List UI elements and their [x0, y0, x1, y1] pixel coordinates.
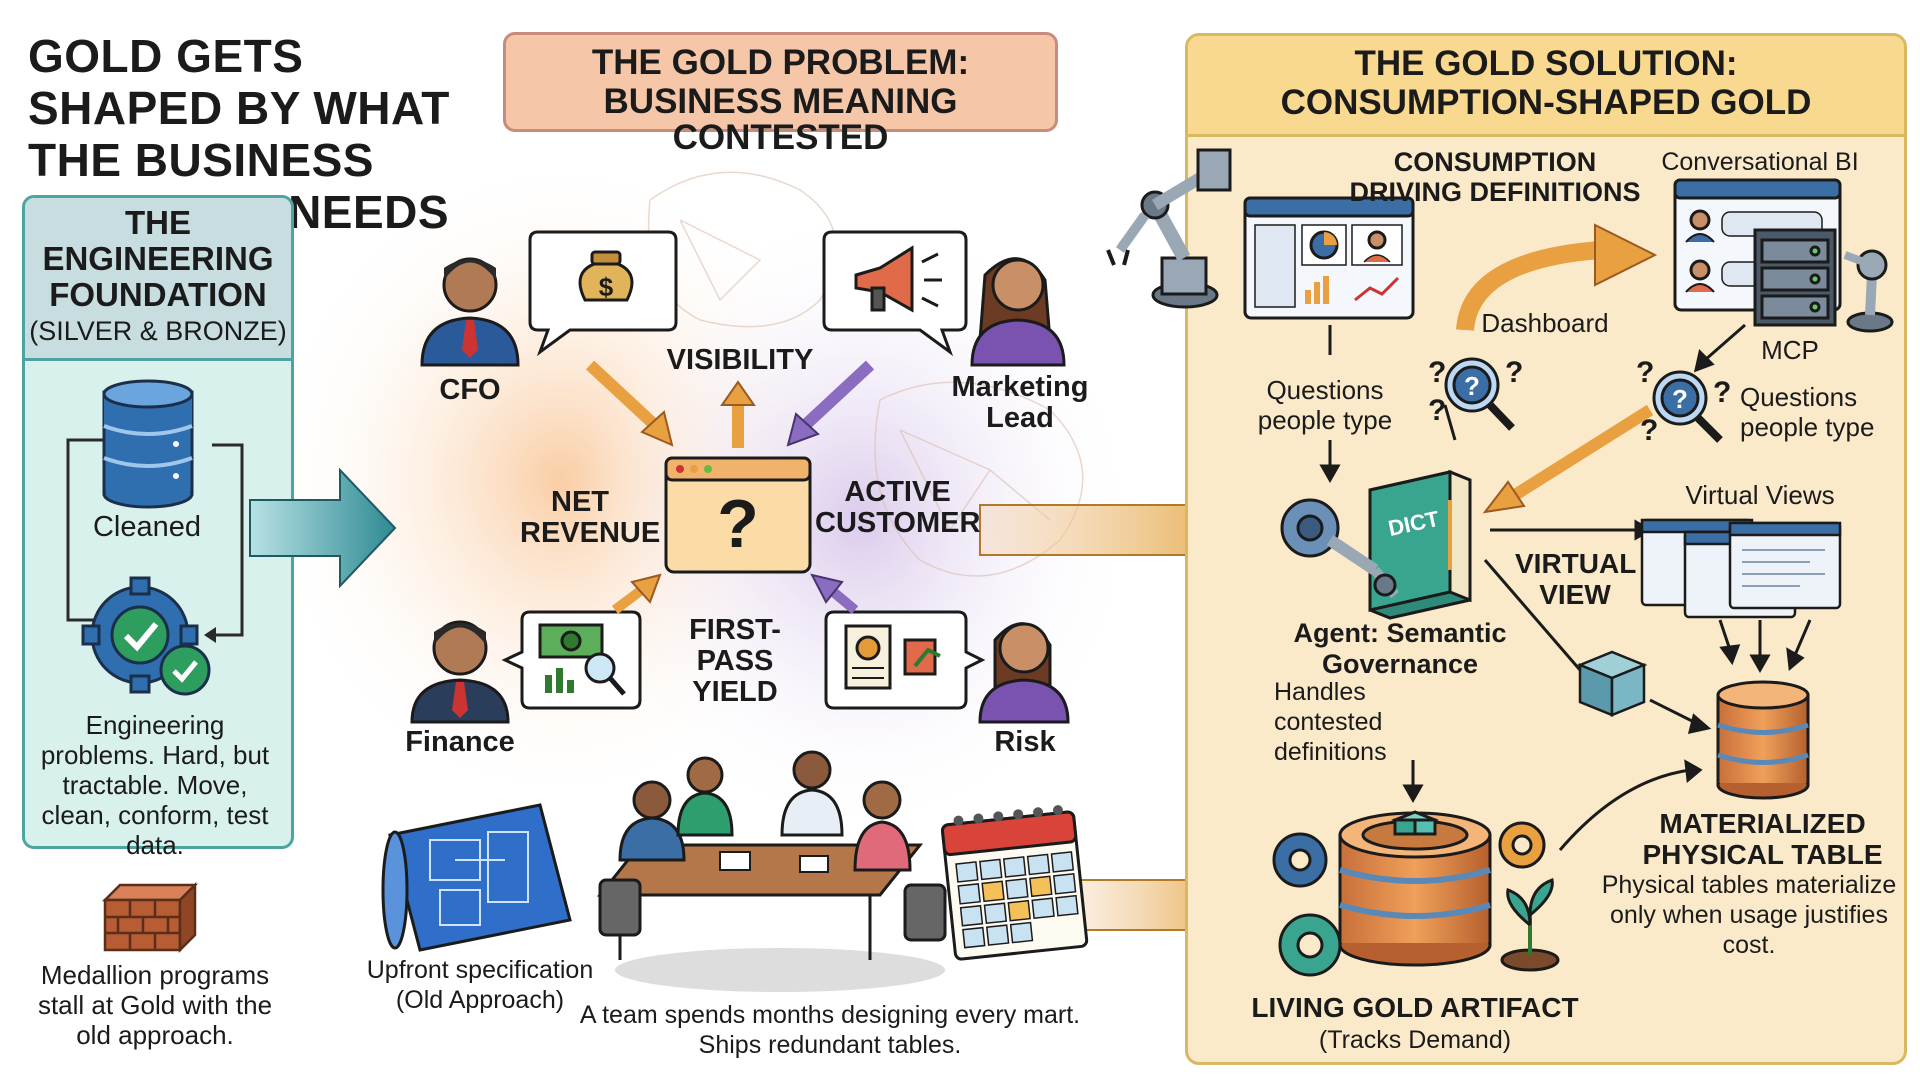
gold-problem-heading-line2: BUSINESS MEANING CONTESTED [603, 82, 958, 157]
dashboard-window-icon [1243, 196, 1415, 320]
gold-solution-header [1188, 36, 1904, 137]
question-mark-label: ? [717, 486, 759, 562]
svg-text:?: ? [1672, 384, 1688, 414]
term-first-pass-yield-label: FIRST-PASS YIELD [689, 614, 781, 708]
team-meeting-icon [596, 750, 947, 992]
agent-robot-arm-icon [1280, 498, 1399, 599]
engineering-foundation-heading: THE ENGINEERING FOUNDATION [42, 204, 274, 313]
agent-title-label: Agent: Semantic Governance [1293, 618, 1507, 679]
gear-green-icon [1278, 913, 1342, 977]
living-gold-cylinder-icon [1338, 810, 1492, 967]
gold-problem-heading-line1: THE GOLD PROBLEM: [591, 43, 970, 82]
medallion-footer: Medallion programs stall at Gold with th… [37, 960, 273, 1050]
problem-arrows [585, 360, 875, 614]
svg-text:?: ? [1428, 356, 1446, 389]
gear-check-icon [81, 576, 211, 696]
svg-text:?: ? [1640, 414, 1658, 447]
conversational-bi-label: Conversational BI [1661, 148, 1859, 176]
document-chart-bubble [824, 610, 986, 710]
team-caption: A team spends months designing every mar… [579, 1001, 1081, 1059]
agent-description: Handles contested definitions [1274, 678, 1387, 766]
dashboard-label: Dashboard [1481, 308, 1609, 338]
contested-window-icon [664, 456, 812, 574]
cleaned-label: Cleaned [92, 511, 202, 543]
curved-arrow-icon [1594, 223, 1658, 287]
gold-solution-heading-line2: CONSUMPTION-SHAPED GOLD [1280, 83, 1812, 122]
money-bag-bubble: $ [528, 230, 678, 357]
consumption-driving-label: CONSUMPTION DRIVING DEFINITIONS [1349, 147, 1641, 207]
mcp-label: MCP [1761, 335, 1819, 365]
virtual-view-label: VIRTUAL VIEW [1515, 548, 1637, 610]
questions-left-label: Questions people type [1257, 375, 1393, 435]
marketing-lead-avatar-icon [970, 257, 1066, 367]
role-marketing-label: Marketing Lead [951, 371, 1089, 434]
gear-blue-icon [1272, 832, 1328, 888]
brick-wall-icon [101, 881, 199, 954]
gear-orange-icon [1498, 821, 1546, 869]
cfo-avatar-icon [420, 257, 520, 367]
server-rack-icon [1753, 228, 1837, 327]
svg-text:?: ? [1464, 371, 1480, 401]
engineering-foundation-subheading: (SILVER & BRONZE) [29, 316, 287, 346]
living-gold-title: LIVING GOLD ARTIFACT [1251, 992, 1579, 1023]
svg-text:$: $ [599, 272, 614, 302]
finance-avatar-icon [410, 620, 510, 724]
term-net-revenue-label: NET REVENUE [520, 486, 661, 549]
calendar-icon [940, 805, 1089, 961]
engineering-foundation-header [25, 198, 291, 361]
materialized-table-description: Physical tables materialize only when us… [1601, 871, 1897, 959]
small-robot-arm-icon [1843, 249, 1894, 333]
money-magnifier-bubble [501, 610, 642, 710]
small-view-cube-icon [1576, 650, 1648, 717]
magnifier-question-right-icon: ? ? ? ? [1636, 356, 1731, 447]
svg-text:?: ? [1636, 356, 1654, 389]
living-gold-subtitle: (Tracks Demand) [1318, 1026, 1512, 1054]
database-icon [102, 379, 194, 509]
upfront-spec-caption: Upfront specification (Old Approach) [366, 956, 594, 1014]
teal-arrow-icon [249, 467, 397, 589]
megaphone-bubble [822, 230, 968, 357]
blueprint-icon [381, 803, 572, 952]
virtual-views-label: Virtual Views [1685, 480, 1835, 510]
role-finance-label: Finance [405, 726, 515, 758]
virtual-views-windows-icon [1640, 518, 1842, 619]
term-visibility-label: VISIBILITY [666, 344, 814, 376]
materialized-table-cylinder-icon [1716, 680, 1810, 800]
role-cfo-label: CFO [439, 374, 501, 406]
magnifier-question-left-icon: ? ? ? ? [1428, 356, 1523, 431]
svg-text:?: ? [1505, 356, 1523, 389]
engineering-description: Engineering problems. Hard, but tractabl… [40, 710, 270, 860]
robot-arm-icon [1106, 148, 1232, 309]
gold-problem-header [503, 32, 1058, 132]
questions-right-label: Questions people type [1740, 382, 1875, 442]
svg-text:?: ? [1713, 376, 1731, 409]
risk-avatar-icon [978, 622, 1070, 724]
term-active-customer-label: ACTIVE CUSTOMER [815, 476, 981, 539]
sprout-icon [1500, 877, 1560, 972]
svg-text:?: ? [1428, 394, 1446, 427]
gold-solution-heading-line1: THE GOLD SOLUTION: [1354, 44, 1738, 83]
role-risk-label: Risk [994, 726, 1056, 758]
materialized-table-title: MATERIALIZED PHYSICAL TABLE [1642, 808, 1883, 870]
